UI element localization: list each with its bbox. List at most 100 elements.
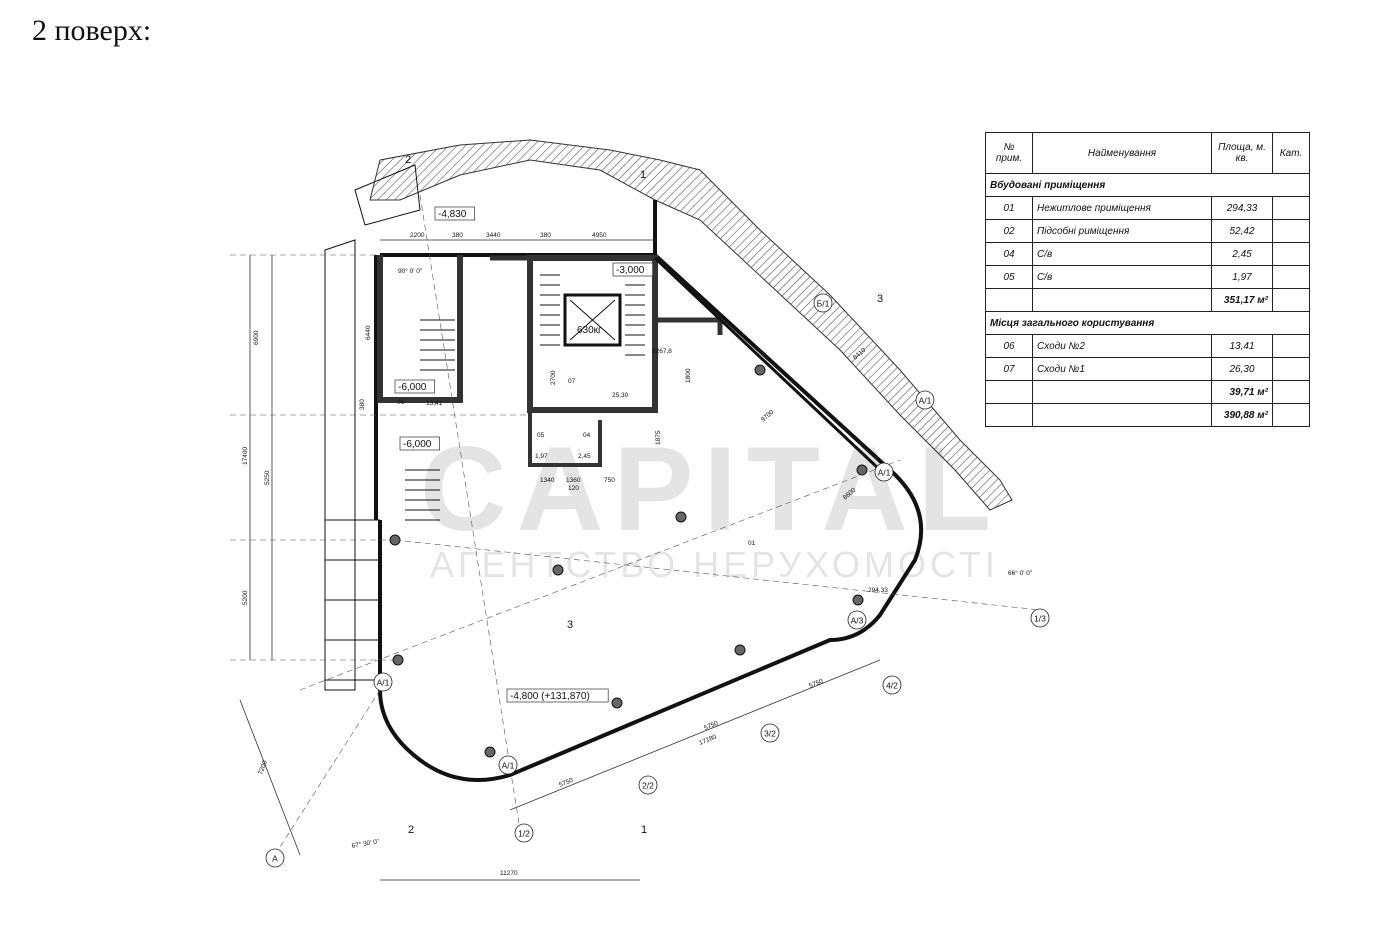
dimension-label: 1800 xyxy=(685,368,692,383)
axis-bubble-circle xyxy=(882,675,902,695)
dimension-label: 6900 xyxy=(253,330,260,345)
dimension-label: 13,41 xyxy=(426,400,443,407)
header-area: Площа, м. кв. xyxy=(1211,132,1273,174)
section-mark: 1 xyxy=(640,169,646,181)
section-mark: 3 xyxy=(877,293,883,305)
building-outline xyxy=(324,164,924,782)
dimension-label: 5750 xyxy=(808,678,824,690)
subtotal-row: 351,17 м² xyxy=(985,288,1310,312)
dimension-label: 5750 xyxy=(703,720,719,732)
dimension-label: 380 xyxy=(540,232,551,239)
axis-bubble-circle xyxy=(847,610,867,630)
dimension-label: 11270 xyxy=(500,870,518,877)
dimension-label: 380 xyxy=(452,232,463,239)
level-mark: -6,000 xyxy=(398,382,427,393)
axis-bubble: А/1 xyxy=(878,468,891,478)
level-mark: -3,000 xyxy=(616,265,645,276)
dimension-label: 8600 xyxy=(842,487,858,502)
page-heading: 2 поверх: xyxy=(32,14,152,47)
dimension-label: 5200 xyxy=(242,590,249,605)
axis-bubble: 1/2 xyxy=(518,829,530,839)
axis-bubble: 1/3 xyxy=(1034,614,1046,624)
axis-bubble: 4/2 xyxy=(886,681,898,691)
dimension-label: 2200 xyxy=(410,232,425,239)
total-row: 390,88 м² xyxy=(985,403,1310,427)
header-cat: Кат. xyxy=(1272,132,1310,174)
axis-bubble-circle xyxy=(498,755,518,775)
section-title: Місця загального користування xyxy=(985,311,1310,335)
dimension-label: 4950 xyxy=(592,232,607,239)
section-title: Вбудовані приміщення xyxy=(985,173,1310,197)
dimension-label: 9700 xyxy=(760,409,776,424)
retaining-wall xyxy=(369,139,1013,511)
axis-bubble: А/1 xyxy=(919,396,932,406)
angle-label: 66° 0' 0" xyxy=(1008,569,1033,577)
section-mark: 2 xyxy=(408,824,414,836)
axis-bubble-circle xyxy=(760,723,780,743)
explication-table: № прим. Найменування Площа, м. кв. Кат. … xyxy=(985,132,1310,427)
room-area-label: 294,33 xyxy=(868,587,888,594)
dimension-label: 3267,8 xyxy=(652,348,672,355)
dimension-label: 7200 xyxy=(257,759,269,775)
section-mark: 1 xyxy=(641,824,647,836)
elevator-label: 630кг xyxy=(577,325,602,336)
section-mark: 2 xyxy=(405,154,411,166)
dimension-label: 3440 xyxy=(486,232,501,239)
axis-bubble-circle xyxy=(1030,608,1050,628)
dimension-label: 2700 xyxy=(550,370,557,385)
watermark-brand: CAPITAL xyxy=(420,422,1002,556)
axis-bubble-circle xyxy=(638,775,658,795)
level-mark-box xyxy=(506,688,609,703)
axis-bubble-circle xyxy=(265,848,285,868)
header-name: Найменування xyxy=(1032,132,1212,174)
room-number: 07 xyxy=(568,378,576,385)
level-mark-box xyxy=(399,436,440,451)
watermark-subtitle: АГЕНТСТВО НЕРУХОМОСТІ xyxy=(430,544,999,585)
axis-bubble: А/1 xyxy=(502,761,515,771)
section-mark: 3 xyxy=(567,619,573,631)
level-mark-box xyxy=(612,262,653,277)
watermark: CAPITAL АГЕНТСТВО НЕРУХОМОСТІ xyxy=(420,420,1001,586)
dimension-label: 120 xyxy=(568,485,579,492)
angle-label: 67° 30' 0" xyxy=(351,837,380,850)
level-mark: -4,800 (+131,870) xyxy=(510,691,590,702)
axis-bubble: А/3 xyxy=(851,616,864,626)
axis-bubble: 2/2 xyxy=(642,781,654,791)
axis-bubble-circle xyxy=(813,293,833,313)
dimension-label: 6440 xyxy=(365,325,372,340)
dimension-label: 1,97 xyxy=(535,453,548,460)
dimension-label: 17400 xyxy=(242,447,249,465)
axis-bubble-circle xyxy=(915,390,935,410)
level-mark: -6,000 xyxy=(403,439,432,450)
dimension-label: 2,45 xyxy=(578,453,591,460)
axis-bubble-circle xyxy=(373,672,393,692)
dimension-label: 1875 xyxy=(655,430,662,445)
room-number: 06 xyxy=(397,399,405,406)
dimension-label: 1360 xyxy=(566,477,581,484)
columns xyxy=(389,364,868,758)
dimension-label: 750 xyxy=(604,477,615,484)
room-number: 05 xyxy=(537,432,545,439)
axis-bubble: Б/1 xyxy=(817,299,830,309)
dimension-label: 25,30 xyxy=(612,392,629,399)
level-mark-box xyxy=(434,206,475,221)
subtotal-row: 39,71 м² xyxy=(985,380,1310,404)
header-num: № прим. xyxy=(985,132,1033,174)
angle-label: 90° 0' 0" xyxy=(398,267,423,275)
grid-lines xyxy=(230,194,1041,856)
axis-bubble-circle xyxy=(874,462,894,482)
dimension-label: 5250 xyxy=(264,470,271,485)
room-number: 01 xyxy=(748,540,756,547)
axis-bubble: 3/2 xyxy=(764,729,776,739)
dimension-label: 17180 xyxy=(698,733,718,746)
dimension-label: 1340 xyxy=(540,477,555,484)
room-number: 04 xyxy=(583,432,591,439)
axis-bubble: А/1 xyxy=(377,678,390,688)
